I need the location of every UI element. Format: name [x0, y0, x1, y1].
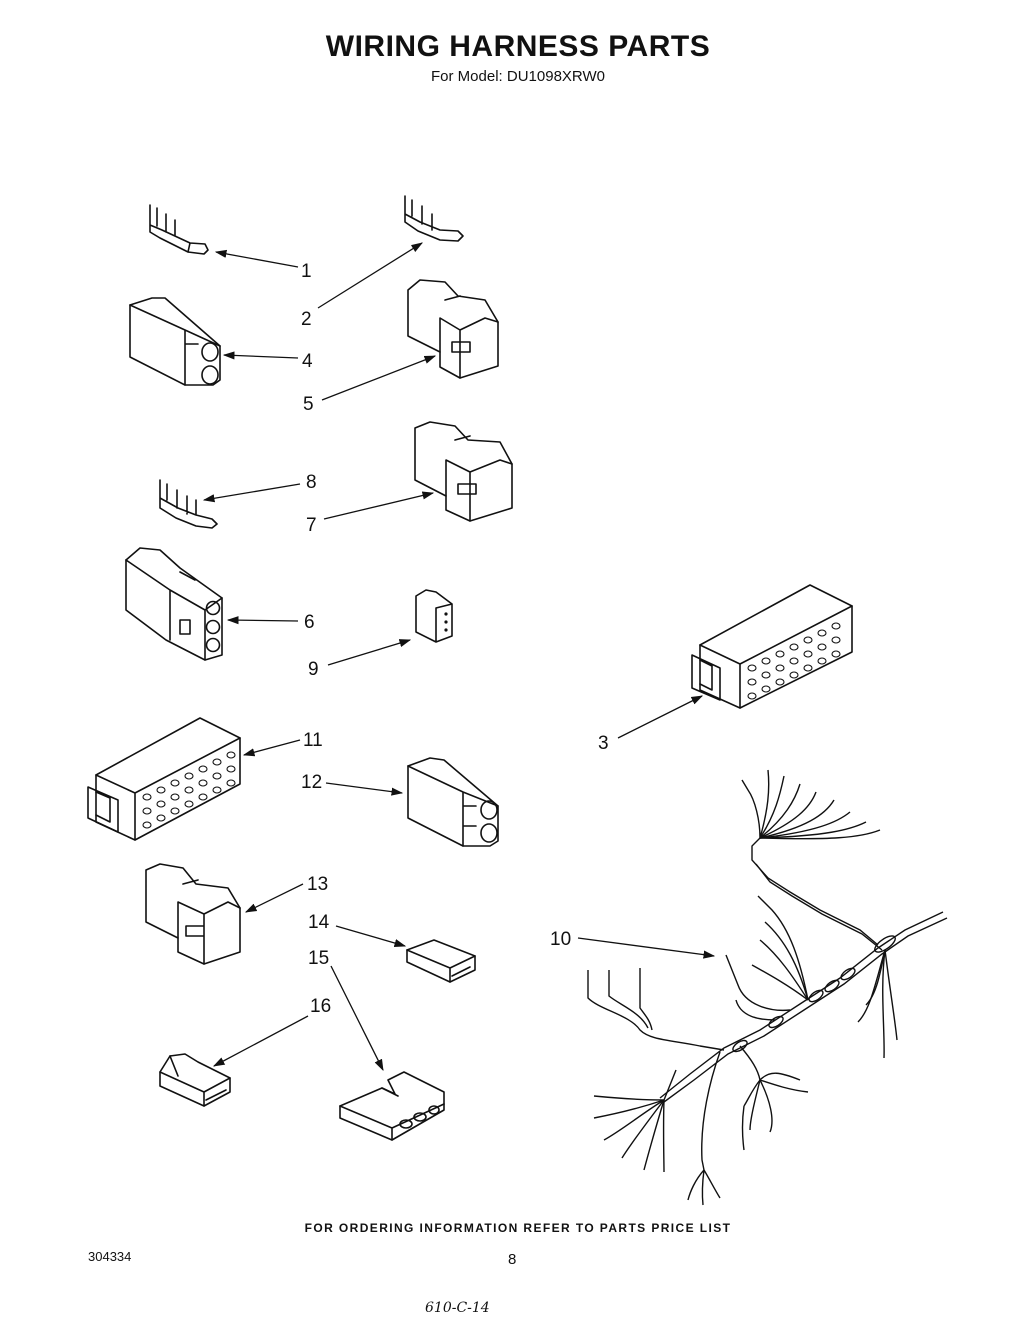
document-number: 304334 [88, 1249, 132, 1264]
harness-sleeves [732, 935, 896, 1053]
callout-11: 11 [303, 730, 323, 751]
callout-14: 14 [308, 912, 330, 933]
leader-5 [321, 355, 437, 401]
callout-5: 5 [303, 394, 314, 415]
callout-9: 9 [308, 659, 319, 680]
part-3-pin-grid [747, 622, 841, 700]
callout-15: 15 [308, 948, 329, 969]
mid-wire-fan [725, 895, 809, 1021]
part-4-connector-housing-icon [129, 297, 221, 386]
handwritten-note: 610-C-14 [425, 1300, 490, 1316]
leader-1 [214, 249, 299, 268]
leader-6 [226, 616, 299, 625]
part-11-pin-grid [142, 751, 236, 829]
part-9-small-connector-icon [415, 589, 453, 643]
leader-15 [330, 965, 384, 1072]
callout-2: 2 [301, 309, 312, 330]
leader-14 [335, 925, 407, 948]
leader-9 [327, 639, 412, 666]
leader-2 [317, 242, 423, 309]
callout-16: 16 [310, 996, 331, 1017]
part-15-bracket-icon [339, 1071, 445, 1141]
leader-16 [212, 1015, 309, 1067]
part-8-terminal-icon [159, 479, 218, 529]
part-11-multi-pin-housing-icon [87, 717, 241, 841]
part-10-wiring-harness-icon [587, 769, 948, 1206]
callout-4: 4 [302, 351, 313, 372]
left-upper-wires [587, 968, 725, 1051]
model-subtitle: For Model: DU1098XRW0 [431, 68, 605, 85]
callout-6: 6 [304, 612, 315, 633]
callout-8: 8 [306, 472, 317, 493]
part-1-terminal-icon [149, 204, 209, 255]
page-title: WIRING HARNESS PARTS [325, 30, 711, 63]
lower-right-fan [739, 1045, 809, 1151]
part-3-multi-pin-housing-icon [691, 584, 853, 709]
part-2-terminal-icon [404, 195, 464, 242]
leader-12 [325, 782, 404, 796]
leader-11 [242, 739, 301, 757]
part-5-connector-receptacle-icon [407, 279, 499, 379]
leader-8 [202, 483, 301, 503]
callout-10: 10 [550, 929, 571, 950]
upper-wire-fan [741, 769, 881, 840]
callout-12: 12 [301, 772, 322, 793]
callout-1: 1 [301, 261, 312, 282]
callout-13: 13 [307, 874, 328, 895]
part-6-connector-housing-icon [125, 547, 223, 661]
part-13-connector-receptacle-icon [145, 863, 241, 965]
right-wire-fan [857, 949, 898, 1059]
leader-13 [244, 883, 304, 913]
part-14-clip-icon [406, 939, 476, 983]
part-12-connector-housing-icon [407, 757, 499, 847]
leader-7 [323, 491, 435, 520]
callout-7: 7 [306, 515, 317, 536]
lower-middle-fan [687, 1051, 721, 1206]
part-7-connector-receptacle-icon [414, 421, 513, 522]
part-16-clip-icon [159, 1053, 231, 1107]
callout-3: 3 [598, 733, 609, 754]
leader-4 [222, 351, 299, 360]
leader-3 [617, 695, 704, 739]
ordering-note: FOR ORDERING INFORMATION REFER TO PARTS … [304, 1221, 732, 1235]
leader-10 [577, 937, 716, 959]
page-number: 8 [508, 1251, 517, 1268]
lower-left-fan [593, 1069, 677, 1173]
